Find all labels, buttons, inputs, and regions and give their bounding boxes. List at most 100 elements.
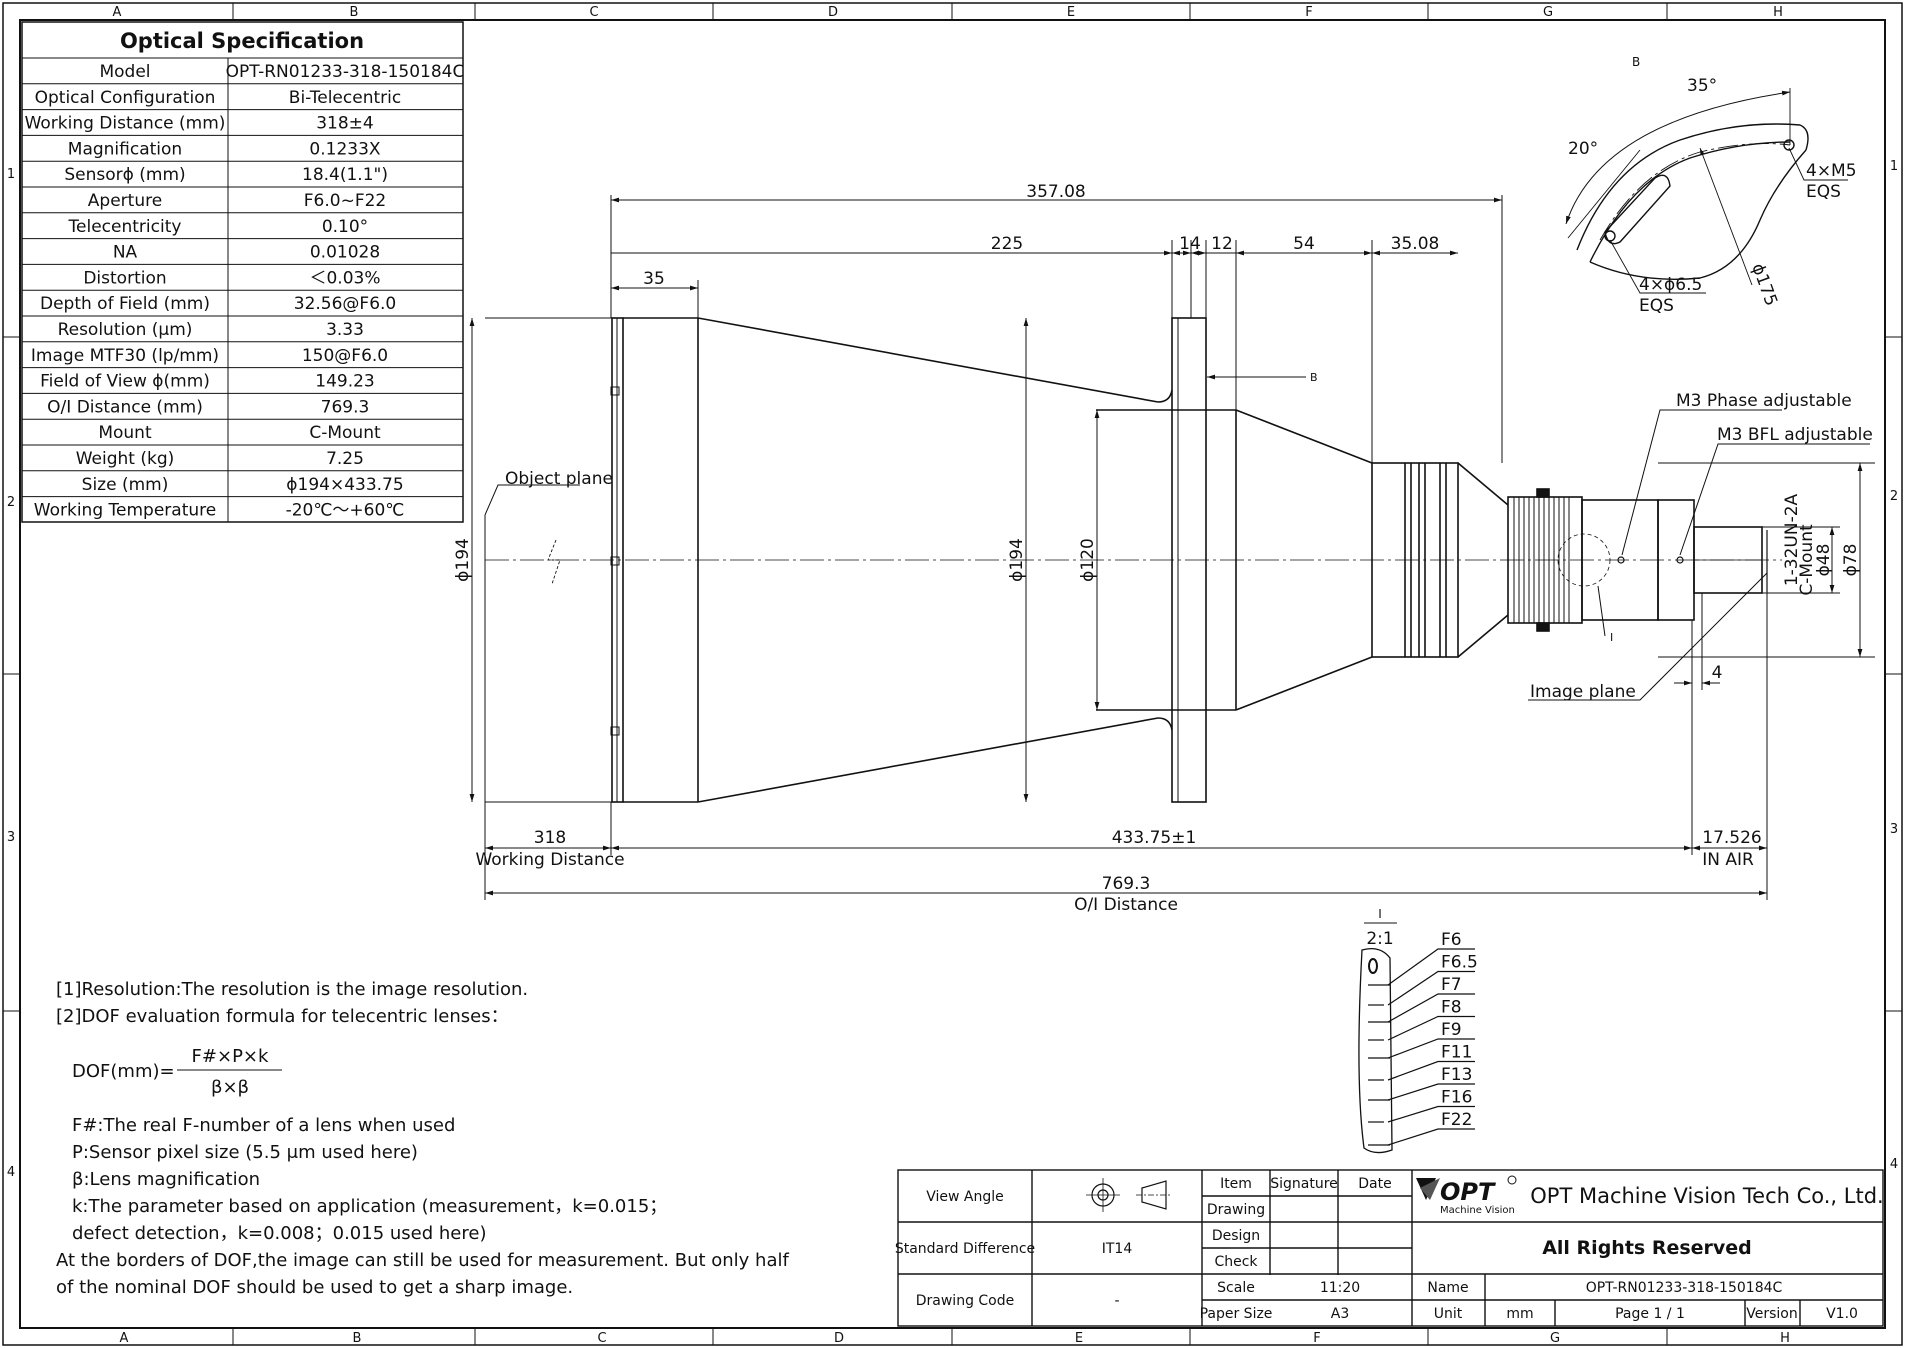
col-label: E <box>1067 5 1075 20</box>
aperture-leader <box>1387 1083 1475 1101</box>
version-value: V1.0 <box>1826 1306 1858 1322</box>
spec-label: Aperture <box>88 191 162 211</box>
drawing-code-value: - <box>1114 1293 1119 1309</box>
spec-value: 3.33 <box>326 320 364 340</box>
eqs-label-2: EQS <box>1639 296 1674 316</box>
detail-i-marker: I <box>1610 631 1613 644</box>
object-plane-label: Object plane <box>505 469 613 489</box>
standard-difference-value: IT14 <box>1102 1241 1133 1257</box>
note-p: P:Sensor pixel size (5.5 μm used here) <box>72 1142 418 1163</box>
angle-20: 20° <box>1568 139 1598 159</box>
row-label: 4 <box>7 1165 15 1180</box>
aperture-leader <box>1387 1038 1475 1059</box>
row-label: 1 <box>1890 159 1898 174</box>
check-label: Check <box>1214 1254 1258 1270</box>
dim-225: 225 <box>991 234 1023 254</box>
spec-value: 7.25 <box>326 449 364 469</box>
col-label: D <box>834 1331 844 1346</box>
paper-size-value: A3 <box>1331 1306 1349 1322</box>
row-label: 2 <box>7 495 15 510</box>
dim-phi194-left: ϕ194 <box>453 538 473 582</box>
spec-label: Size (mm) <box>82 475 169 495</box>
grid-labels: A B C D E F G H A B C D E F G H 1 2 3 4 … <box>7 5 1898 1346</box>
scale-value: 11:20 <box>1320 1280 1360 1296</box>
aperture-leader <box>1387 1060 1475 1081</box>
col-label: H <box>1780 1331 1790 1346</box>
spec-value: 32.56@F6.0 <box>294 294 396 314</box>
notes: [1]Resolution:The resolution is the imag… <box>56 979 789 1298</box>
row-label: 3 <box>1890 822 1898 837</box>
row-label: 3 <box>7 830 15 845</box>
dim-54: 54 <box>1293 234 1315 254</box>
opt-logo: OPT Machine Vision <box>1416 1175 1517 1216</box>
aperture-stop-label: F22 <box>1441 1110 1472 1130</box>
note-k2: defect detection，k=0.008；0.015 used here… <box>72 1223 486 1244</box>
spec-label: Mount <box>98 423 152 443</box>
col-label: F <box>1313 1331 1320 1346</box>
note-a2: of the nominal DOF should be used to get… <box>56 1277 573 1298</box>
break-symbol <box>547 539 561 585</box>
spec-label: Model <box>99 62 150 82</box>
company-name: OPT Machine Vision Tech Co., Ltd. <box>1530 1184 1883 1208</box>
aperture-leader <box>1387 970 1475 1006</box>
col-label: C <box>589 5 598 20</box>
col-label: D <box>828 5 838 20</box>
dim-4: 4 <box>1712 663 1723 683</box>
detail-i-title: I <box>1378 907 1382 921</box>
spec-value: ϕ194×433.75 <box>286 475 403 495</box>
m3-bfl-label: M3 BFL adjustable <box>1717 425 1873 445</box>
drawing-code-label: Drawing Code <box>916 1293 1015 1309</box>
spec-value: 18.4(1.1") <box>302 165 388 185</box>
spec-label: Image MTF30 (lp/mm) <box>31 346 219 366</box>
logo-text: OPT <box>1440 1178 1496 1206</box>
dim-357: 357.08 <box>1026 182 1085 202</box>
dim-phi194-mid: ϕ194 <box>1007 538 1027 582</box>
formula-denominator: β×β <box>211 1077 249 1098</box>
view-angle-label: View Angle <box>926 1189 1004 1205</box>
oi-distance-label: O/I Distance <box>1074 895 1178 915</box>
aperture-stop-label: F13 <box>1441 1065 1472 1085</box>
aperture-stop-label: F6 <box>1441 930 1462 950</box>
note-f: F#:The real F-number of a lens when used <box>72 1115 455 1136</box>
spec-label: Depth of Field (mm) <box>40 294 210 314</box>
working-distance-label: Working Distance <box>475 850 624 870</box>
row-label: 1 <box>7 167 15 182</box>
row-label: 2 <box>1890 489 1898 504</box>
title-block-texts: View Angle Standard Difference IT14 Draw… <box>895 1176 1884 1322</box>
aperture-stop-label: F11 <box>1441 1043 1472 1063</box>
formula-lhs: DOF(mm)= <box>72 1061 175 1082</box>
view-b-label: B <box>1632 55 1640 69</box>
row-label: 4 <box>1890 1157 1898 1172</box>
col-label: G <box>1543 5 1553 20</box>
design-label: Design <box>1212 1228 1260 1244</box>
name-label: Name <box>1427 1280 1468 1296</box>
paper-size-label: Paper Size <box>1200 1306 1273 1322</box>
logo-subtitle: Machine Vision <box>1440 1205 1515 1216</box>
m5-label: 4×M5 <box>1806 161 1857 181</box>
name-value: OPT-RN01233-318-150184C <box>1586 1280 1783 1296</box>
standard-difference-label: Standard Difference <box>895 1241 1035 1257</box>
dim-12: 12 <box>1211 234 1233 254</box>
eqs-label-1: EQS <box>1806 182 1841 202</box>
aperture-leader <box>1387 1015 1475 1041</box>
spec-label: Sensorϕ (mm) <box>64 165 185 185</box>
m3-phase-label: M3 Phase adjustable <box>1676 391 1852 411</box>
scale-label: Scale <box>1217 1280 1255 1296</box>
spec-value: C-Mount <box>309 423 381 443</box>
detail-scale: 2:1 <box>1366 929 1393 949</box>
spec-value: Bi-Telecentric <box>289 88 401 108</box>
col-label: A <box>120 1331 129 1346</box>
item-header: Item <box>1220 1176 1252 1192</box>
spec-label: Resolution (μm) <box>58 320 193 340</box>
spec-label: Telecentricity <box>68 217 182 237</box>
col-label: B <box>353 1331 362 1346</box>
note-k1: k:The parameter based on application (me… <box>72 1196 667 1217</box>
spec-value: ＜0.03% <box>309 268 380 288</box>
view-b-detail <box>1565 88 1848 294</box>
aperture-leader <box>1387 1128 1475 1146</box>
spec-label: Working Temperature <box>34 501 216 521</box>
aperture-stop-label: F8 <box>1441 998 1462 1018</box>
spec-value: 150@F6.0 <box>302 346 388 366</box>
col-label: A <box>113 5 122 20</box>
spec-value: 149.23 <box>315 372 374 392</box>
